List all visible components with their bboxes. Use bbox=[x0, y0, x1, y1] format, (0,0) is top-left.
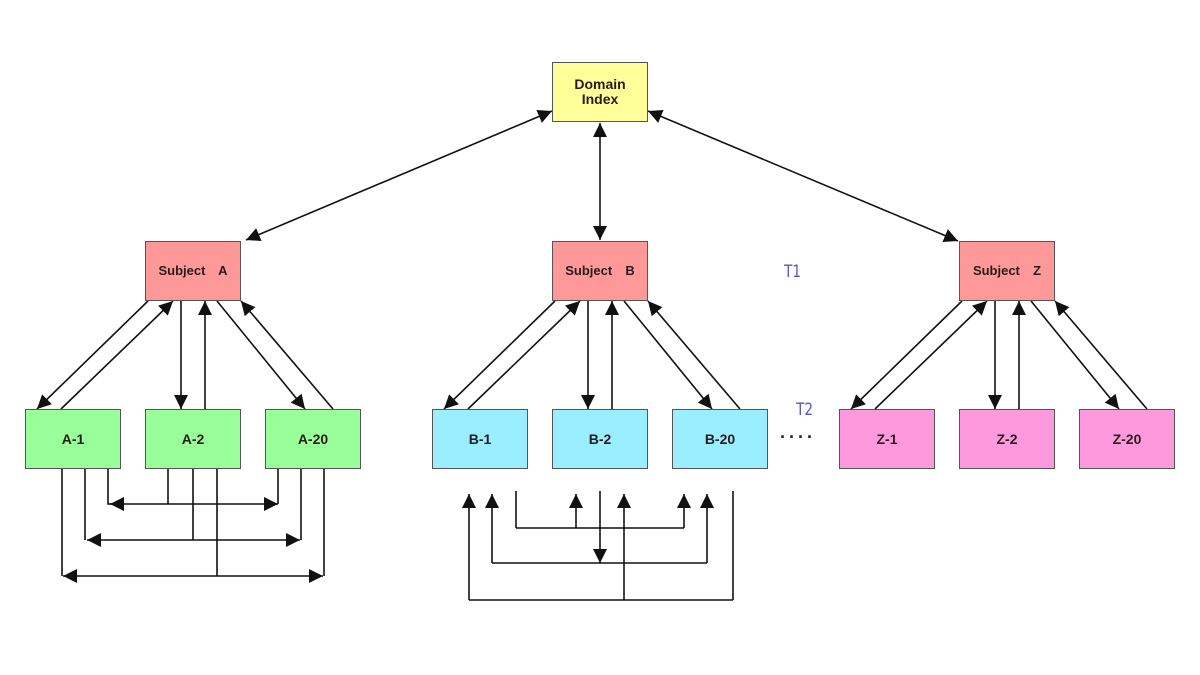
leaf-b-2: B-2 bbox=[552, 409, 648, 469]
edge-a2-a1-level1 bbox=[107, 469, 120, 505]
edge-subject-z-20-up bbox=[1054, 300, 1148, 410]
domain-index-node: Domain Index bbox=[552, 62, 648, 122]
leaf-a-20-label: A-20 bbox=[297, 430, 329, 447]
leaf-z-2: Z-2 bbox=[959, 409, 1055, 469]
leaf-b-1-label: B-1 bbox=[468, 430, 492, 447]
subject-z-label: Subject Z bbox=[972, 263, 1042, 279]
leaf-a-2: A-2 bbox=[145, 409, 241, 469]
leaf-a-20: A-20 bbox=[265, 409, 361, 469]
edge-subject-z-1-up bbox=[874, 300, 988, 410]
leaf-a-1: A-1 bbox=[25, 409, 121, 469]
subject-a-node: Subject A bbox=[145, 241, 241, 301]
edge-subject-a-1-up bbox=[60, 300, 174, 410]
domain-index-line1: Domain bbox=[574, 76, 626, 93]
tier-label-t1: T1 bbox=[784, 262, 802, 282]
edge-subject-a-1-down bbox=[36, 300, 149, 410]
leaf-b-1: B-1 bbox=[432, 409, 528, 469]
edge-subject-a-20-down bbox=[216, 300, 306, 410]
edge-subject-z-20-down bbox=[1030, 300, 1120, 410]
leaf-a-2-label: A-2 bbox=[181, 430, 205, 447]
leaf-z-1: Z-1 bbox=[839, 409, 935, 469]
leaf-z-2-label: Z-2 bbox=[996, 430, 1018, 447]
edge-subject-b-20-up bbox=[647, 300, 741, 410]
edge-subject-b-1-down bbox=[443, 300, 556, 410]
edge-subject-b-20-down bbox=[623, 300, 713, 410]
edge-root-subject-a bbox=[245, 109, 553, 242]
leaf-b-2-label: B-2 bbox=[588, 430, 612, 447]
leaf-z-1-label: Z-1 bbox=[876, 430, 898, 447]
ellipsis-more-groups: .... bbox=[780, 422, 817, 442]
leaf-z-20: Z-20 bbox=[1079, 409, 1175, 469]
domain-index-line2: Index bbox=[581, 91, 619, 107]
subject-b-node: Subject B bbox=[552, 241, 648, 301]
edge-subject-b-1-up bbox=[467, 300, 581, 410]
edge-root-subject-z bbox=[647, 109, 959, 243]
tier-label-t2: T2 bbox=[796, 400, 814, 420]
edge-subject-z-1-down bbox=[850, 300, 963, 410]
subject-z-node: Subject Z bbox=[959, 241, 1055, 301]
leaf-b-20-label: B-20 bbox=[704, 430, 736, 447]
subject-a-label: Subject A bbox=[158, 263, 228, 279]
leaf-z-20-label: Z-20 bbox=[1112, 430, 1142, 447]
leaf-b-20: B-20 bbox=[672, 409, 768, 469]
leaf-a-1-label: A-1 bbox=[61, 430, 85, 447]
edge-subject-a-20-up bbox=[240, 300, 334, 410]
subject-b-label: Subject B bbox=[565, 263, 635, 279]
